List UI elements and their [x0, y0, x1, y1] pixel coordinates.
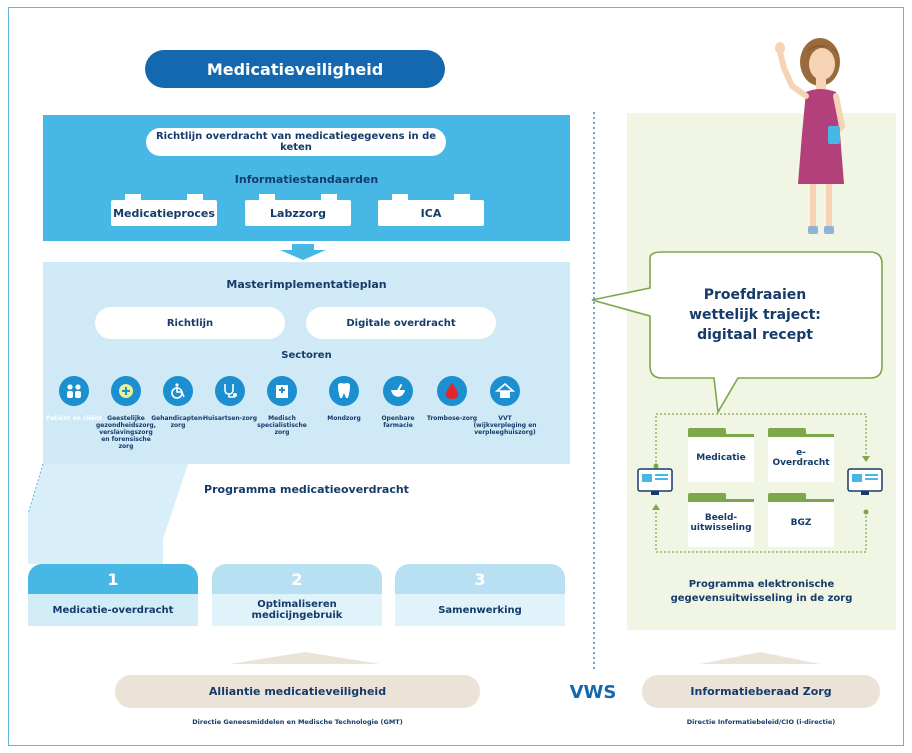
folder-beelduitwisseling-label: Beeld-uitwisseling — [690, 513, 752, 533]
implementation-panel — [43, 262, 570, 464]
track-2: 2 Optimaliseren medicijngebruik — [212, 564, 382, 626]
blood-drop-icon — [437, 376, 467, 406]
outer-frame — [8, 7, 904, 746]
sector-label-mondzorg: Mondzorg — [327, 415, 361, 422]
sector-label-huisartsen: Huisartsen-zorg — [202, 415, 258, 422]
exchange-loop — [652, 413, 870, 553]
track-1-label: Medicatie-overdracht — [28, 594, 198, 626]
head-cross-icon — [111, 376, 141, 406]
folder-medicatie-label: Medicatie — [696, 453, 746, 463]
council-caption: Directie Informatiebeleid/CIO (i-directi… — [686, 718, 836, 726]
tooth-icon — [329, 376, 359, 406]
mortar-icon — [383, 376, 413, 406]
folder-beelduitwisseling: Beeld-uitwisseling — [688, 493, 754, 547]
programme-label: Programma medicatieoverdracht — [204, 482, 409, 496]
sector-label-ggz: Geestelijke gezondheidszorg, verslavings… — [96, 415, 156, 450]
standards-heading: Informatiestandaarden — [234, 172, 379, 186]
exchange-programme-line-1: Programma elektronische — [688, 578, 835, 590]
down-arrow-icon — [280, 244, 326, 260]
woman-illustration — [775, 38, 846, 234]
sector-label-vvt: VVT (wijkverpleging en verpleeghuiszorg) — [473, 415, 537, 436]
main-title: Medicatieveiligheid — [145, 50, 445, 88]
sectors-heading: Sectoren — [281, 349, 332, 361]
folder-e-overdracht: e-Overdracht — [768, 428, 834, 482]
monitor-right-icon — [847, 468, 883, 498]
bubble-line-1: Proefdraaien — [703, 287, 807, 303]
alliance-pill: Alliantie medicatieveiligheid — [115, 675, 480, 708]
track-1-number: 1 — [28, 564, 198, 594]
folder-bgz-label: BGZ — [790, 518, 812, 528]
stethoscope-icon — [215, 376, 245, 406]
exchange-programme-line-2: gegevensuitwisseling in de zorg — [670, 592, 853, 604]
bubble-line-2: wettelijk traject: — [689, 307, 821, 323]
track-3-label: Samenwerking — [395, 594, 565, 626]
standard-medicatieproces: Medicatieproces — [111, 194, 217, 226]
track-3: 3 Samenwerking — [395, 564, 565, 626]
people-icon — [59, 376, 89, 406]
hospital-icon — [267, 376, 297, 406]
sector-label-gehandicapten: Gehandicapten-zorg — [151, 415, 205, 429]
guideline-pill: Richtlijn overdracht van medicatiegegeve… — [146, 128, 446, 156]
alliance-caption: Directie Geneesmiddelen en Medische Tech… — [192, 718, 403, 726]
house-icon — [490, 376, 520, 406]
standard-ica: ICA — [378, 194, 484, 226]
track-1: 1 Medicatie-overdracht — [28, 564, 198, 626]
folder-medicatie: Medicatie — [688, 428, 754, 482]
sector-label-farmacie: Openbare farmacie — [381, 415, 415, 429]
sector-label-patient: Patiënt en cliënt — [46, 415, 102, 422]
council-pill: Informatieberaad Zorg — [642, 675, 880, 708]
bubble-line-3: digitaal recept — [697, 327, 813, 343]
sector-label-msz: Medisch specialistische zorg — [257, 415, 307, 436]
council-triangle — [700, 652, 820, 664]
track-2-label: Optimaliseren medicijngebruik — [212, 594, 382, 626]
track-3-number: 3 — [395, 564, 565, 594]
center-divider — [593, 112, 595, 672]
alliance-triangle — [230, 652, 380, 664]
standard-labzzorg: Labzzorg — [245, 194, 351, 226]
speech-bubble-shape — [591, 251, 883, 415]
wheelchair-icon — [163, 376, 193, 406]
folder-bgz: BGZ — [768, 493, 834, 547]
pill-richtlijn: Richtlijn — [95, 307, 285, 339]
sector-label-trombose: Trombose-zorg — [426, 415, 478, 422]
funnel-shape — [28, 464, 188, 564]
monitor-left-icon — [637, 468, 673, 498]
vws-label: VWS — [569, 681, 617, 703]
implementation-heading: Masterimplementatieplan — [226, 277, 387, 291]
track-2-number: 2 — [212, 564, 382, 594]
pill-digitale-overdracht: Digitale overdracht — [306, 307, 496, 339]
folder-e-overdracht-label: e-Overdracht — [772, 448, 830, 468]
